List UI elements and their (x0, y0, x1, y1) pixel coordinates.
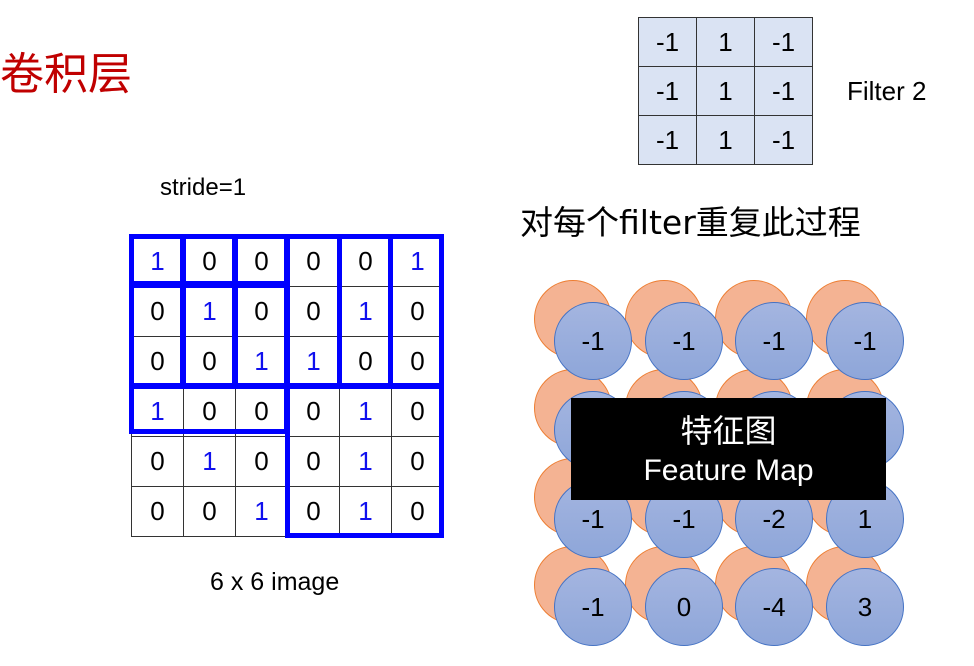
highlight-box (129, 234, 185, 286)
grid-cell: 1 (183, 436, 236, 487)
feature-map-value: -1 (554, 302, 632, 380)
filter-cell: -1 (638, 115, 697, 165)
grid-cell: 0 (183, 386, 236, 437)
grid-cell: 0 (391, 436, 444, 487)
image-label: 6 x 6 image (210, 568, 340, 596)
highlight-box (181, 234, 237, 286)
filter-cell: -1 (638, 66, 697, 116)
grid-cell: 0 (391, 286, 444, 337)
grid-cell: 0 (235, 286, 288, 337)
feature-map-value: 0 (645, 568, 723, 646)
highlight-box (233, 234, 289, 286)
feature-map-value: -1 (554, 568, 632, 646)
highlight-box (129, 283, 185, 388)
filter-cell: -1 (754, 66, 813, 116)
grid-cell: 0 (287, 286, 340, 337)
filter-cell: -1 (754, 17, 813, 67)
grid-cell: 0 (131, 486, 184, 537)
grid-cell: 1 (235, 336, 288, 387)
feature-map-value: 3 (826, 568, 904, 646)
highlight-box (285, 384, 444, 538)
grid-cell: 1 (235, 486, 288, 537)
feature-map-value: -1 (645, 302, 723, 380)
grid-cell: 0 (183, 486, 236, 537)
filter-cell: -1 (754, 115, 813, 165)
grid-cell: 0 (131, 436, 184, 487)
grid-cell: 0 (183, 236, 236, 287)
slide-title: 卷积层 (0, 49, 132, 100)
grid-cell: 0 (183, 336, 236, 387)
feature-map-caption-box: 特征图 Feature Map (571, 398, 886, 500)
stride-label: stride=1 (160, 174, 247, 201)
feature-map-caption-zh: 特征图 (680, 412, 777, 450)
grid-cell: 0 (339, 336, 392, 387)
filter-cell: 1 (696, 17, 755, 67)
filter-cell: 1 (696, 115, 755, 165)
grid-cell: 1 (131, 236, 184, 287)
grid-cell: 0 (391, 486, 444, 537)
grid-cell: 1 (287, 336, 340, 387)
filter-cell: 1 (696, 66, 755, 116)
highlight-box (337, 234, 393, 388)
feature-map-value: -4 (735, 568, 813, 646)
highlight-box (181, 283, 237, 388)
filter-cell: -1 (638, 17, 697, 67)
repeat-caption: 对每个filter重复此过程 (520, 203, 861, 242)
highlight-box (233, 283, 289, 388)
feature-map-value: -1 (826, 302, 904, 380)
feature-map-value: -1 (735, 302, 813, 380)
grid-cell: 1 (183, 286, 236, 337)
grid-cell: 0 (235, 386, 288, 437)
highlight-box (129, 384, 289, 434)
feature-map-caption-en: Feature Map (643, 454, 814, 487)
filter-label: Filter 2 (847, 76, 927, 106)
grid-cell: 0 (235, 436, 288, 487)
grid-cell: 0 (131, 286, 184, 337)
